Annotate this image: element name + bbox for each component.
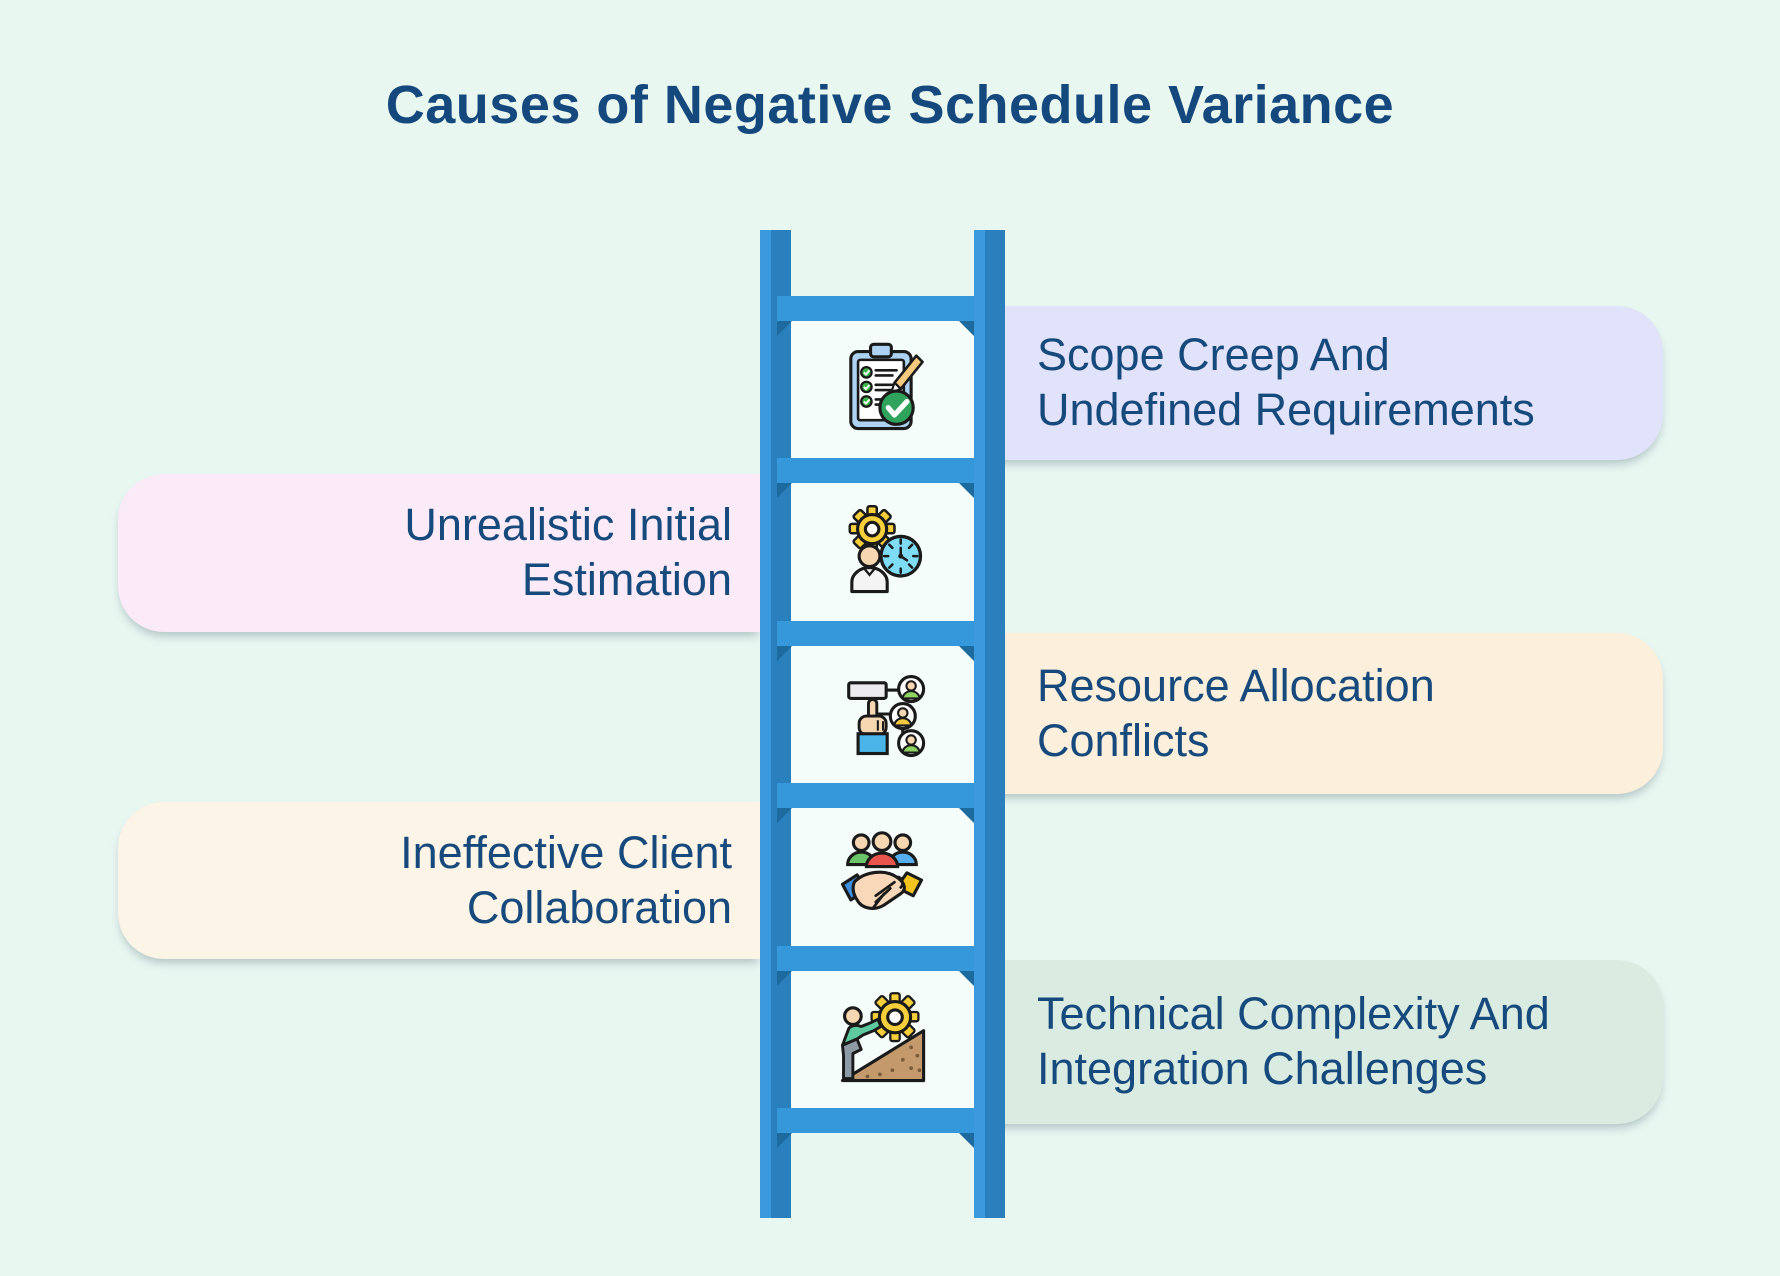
card-label-line: Conflicts xyxy=(1037,714,1210,766)
card-resource-allocation: Resource Allocation Conflicts xyxy=(975,633,1663,794)
handshake-people-icon xyxy=(830,825,934,929)
ladder-rung xyxy=(777,1108,974,1148)
card-label-line: Resource Allocation xyxy=(1037,659,1435,711)
ladder-rung xyxy=(777,783,974,823)
card-label-line: Unrealistic Initial xyxy=(404,499,732,551)
card-technical-complexity: Technical Complexity And Integration Cha… xyxy=(975,960,1663,1124)
page-title: Causes of Negative Schedule Variance xyxy=(385,75,1395,135)
ladder-rung xyxy=(777,458,974,498)
ladder-rung xyxy=(777,296,974,336)
ladder-rung xyxy=(777,621,974,661)
card-label-line: Technical Complexity And xyxy=(1037,988,1550,1040)
card-label-line: Ineffective Client xyxy=(400,826,732,878)
card-label-line: Undefined Requirements xyxy=(1037,384,1535,435)
ladder-left-rail xyxy=(760,230,791,1218)
resource-allocation-hand-icon xyxy=(830,662,934,766)
card-scope-creep: Scope Creep And Undefined Requirements xyxy=(975,306,1663,460)
gear-uphill-icon xyxy=(830,987,934,1091)
ladder-right-rail xyxy=(974,230,1005,1218)
card-unrealistic-estimation: Unrealistic Initial Estimation xyxy=(118,474,760,632)
card-label-line: Scope Creep And xyxy=(1037,329,1390,381)
card-label-line: Integration Challenges xyxy=(1037,1043,1488,1094)
person-gear-clock-icon xyxy=(830,500,934,604)
card-label-line: Collaboration xyxy=(466,881,732,933)
card-label-line: Estimation xyxy=(521,554,732,605)
checklist-clipboard-icon xyxy=(830,337,934,441)
card-client-collaboration: Ineffective Client Collaboration xyxy=(118,802,760,959)
ladder-rung xyxy=(777,946,974,986)
